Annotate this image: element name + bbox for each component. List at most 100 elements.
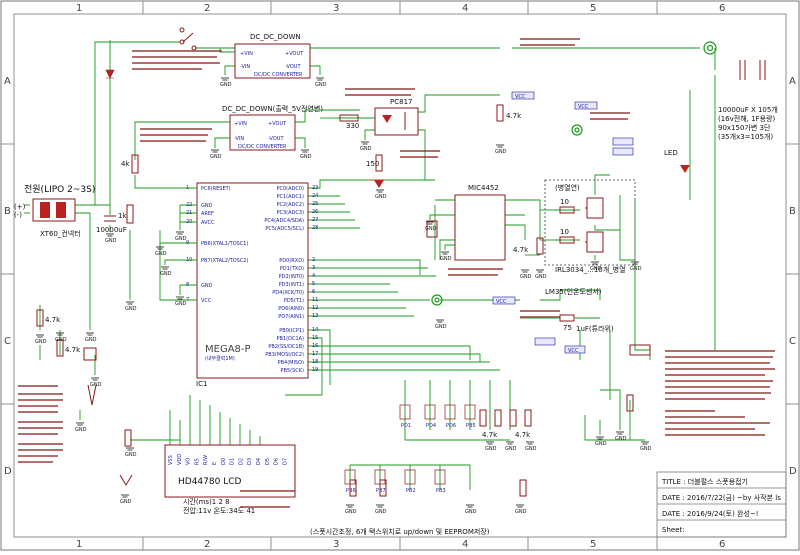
resistor-4k-label: 4k xyxy=(121,160,130,168)
dcdc1-vout-minus: -VOUT xyxy=(285,64,301,70)
gnd-label: GND xyxy=(615,436,627,442)
gnd-label: GND xyxy=(505,446,517,452)
fet-group-label: (병열연) xyxy=(555,183,580,192)
resistor-4-7k-a-label: 4.7k xyxy=(506,112,522,120)
col-label-6: 6 xyxy=(719,3,725,14)
gate-resistor-1 xyxy=(559,206,575,214)
contrast-pot-icon xyxy=(119,474,133,486)
tact-switch xyxy=(464,404,476,420)
gnd-label: GND xyxy=(375,194,387,200)
resistor-4-7k-left-label: 4.7k xyxy=(45,316,61,324)
dcdc1-title: DC_DC_DOWN xyxy=(250,33,301,41)
gnd-label: GND xyxy=(515,509,527,515)
status-led-icon xyxy=(680,165,690,173)
resistor-330-label: 330 xyxy=(346,122,359,130)
tact-switch-label: PD4 xyxy=(426,423,436,429)
row-label-a: A xyxy=(4,76,11,87)
main-cap-label: 10000uF xyxy=(96,226,127,234)
mcu-label: MEGA8-P xyxy=(205,344,251,355)
fet-label: IRL3034_...10개_병열 xyxy=(555,265,626,274)
date-end: DATE : 2016/9/24(토) 완성~! xyxy=(662,509,759,518)
dcdc1-vin-minus: -VIN xyxy=(240,64,250,70)
main-capacitor xyxy=(104,215,116,222)
mcu-right-pin-number: 25 xyxy=(312,201,318,207)
annotation-notes xyxy=(18,38,775,508)
lcd-pin-name: D2 xyxy=(238,458,244,465)
col-label-4: 4 xyxy=(462,3,468,14)
mcu-right-pin-name: PD7(AIN1) xyxy=(278,314,304,320)
gnd-label: GND xyxy=(495,149,507,155)
row-label-d: D xyxy=(4,466,12,477)
lcd-pin-name: E xyxy=(212,462,218,465)
sheet-label: Sheet: xyxy=(662,526,685,534)
title-text: TITLE : 더블펄스 스폿용접기 xyxy=(661,477,748,486)
tact-switch xyxy=(404,469,416,485)
resistor-4-7k-isp-label: 4.7k xyxy=(65,346,81,354)
mcu-right-pin-name: PC5(ADC5/SCL) xyxy=(265,226,304,232)
mcu-left-pin-name: AREF xyxy=(201,211,214,217)
resistor-lcd-backlight xyxy=(124,429,132,447)
gnd-label: GND xyxy=(35,339,47,345)
fet-group-box xyxy=(544,179,636,266)
resistor-4k xyxy=(131,154,139,174)
mcu-right-pin-number: 3 xyxy=(312,265,315,271)
mcu-left-pin-name: PB6(XTAL1/TOSC1) xyxy=(201,241,248,247)
resistor-1k-label: 1k xyxy=(118,212,127,220)
cap-bank-label-4: (35개x3=105개) xyxy=(718,132,773,141)
gnd-label: GND xyxy=(345,509,357,515)
mcu-left-pin-name: VCC xyxy=(201,298,212,304)
resistor-150 xyxy=(375,154,383,172)
gnd-label: GND xyxy=(160,271,172,277)
mcu-right-pin-number: 13 xyxy=(312,313,318,319)
gate-resistor-2-label: 10 xyxy=(560,228,569,236)
mcu-right-pin-name: PD2(INT0) xyxy=(279,274,304,280)
lcd-pin-name: VDD xyxy=(177,454,183,465)
gnd-label: GND xyxy=(120,499,132,505)
tact-switch xyxy=(434,469,446,485)
resistor-75 xyxy=(559,314,575,322)
row-label-c: C xyxy=(4,336,11,347)
indicator-led-icon xyxy=(374,180,384,188)
lcd-pin-name: D0 xyxy=(221,458,227,465)
lcd-line-1: 시간(ms)1 2 8 xyxy=(183,497,230,506)
gnd-label: GND xyxy=(155,251,167,257)
trimmer-resistor xyxy=(629,344,651,356)
col-label-3-bottom: 3 xyxy=(333,539,339,550)
lcd-box xyxy=(164,444,296,498)
trim-pot-icon xyxy=(87,384,97,406)
col-label-3: 3 xyxy=(333,3,339,14)
col-label-4-bottom: 4 xyxy=(462,539,468,550)
dcdc1-vout-plus: +VOUT xyxy=(285,51,304,57)
title-block xyxy=(656,471,787,538)
gnd-label: GND xyxy=(375,509,387,515)
dcdc1-box xyxy=(234,43,311,79)
vcc-tag-3: VCC xyxy=(496,299,507,305)
dcdc2-box xyxy=(229,114,296,151)
mic-cap xyxy=(426,220,438,238)
mcu-right-pin-number: 16 xyxy=(312,343,318,349)
pc817-led-icon xyxy=(382,115,392,123)
mcu-right-pin-number: 17 xyxy=(312,351,318,357)
mcu-right-pin-name: PD5(T1) xyxy=(284,298,304,304)
gnd-label: GND xyxy=(85,337,97,343)
minus-label: (-) xyxy=(14,211,22,219)
tact-switch-label: PB2 xyxy=(406,488,416,494)
gnd-label: GND xyxy=(435,324,447,330)
gnd-label: GND xyxy=(485,446,497,452)
row-label-a-right: A xyxy=(789,76,796,87)
col-label-5-bottom: 5 xyxy=(590,539,596,550)
lcd-pin-name: RS xyxy=(194,458,200,465)
mcu-right-pin-number: 4 xyxy=(312,273,315,279)
lcd-pin-name: D3 xyxy=(247,458,253,465)
mcu-right-pin-name: PB0(ICP1) xyxy=(279,328,304,334)
power-switch-icon xyxy=(179,27,197,51)
wires xyxy=(24,40,716,490)
plus-label: (+) xyxy=(14,203,26,211)
tact-switch-label: PB3 xyxy=(436,488,446,494)
mcu-right-pin-name: PC0(ADC0) xyxy=(276,186,304,192)
gnd-label: GND xyxy=(595,441,607,447)
gnd-label: GND xyxy=(175,236,187,242)
resistor-1k xyxy=(126,204,134,224)
